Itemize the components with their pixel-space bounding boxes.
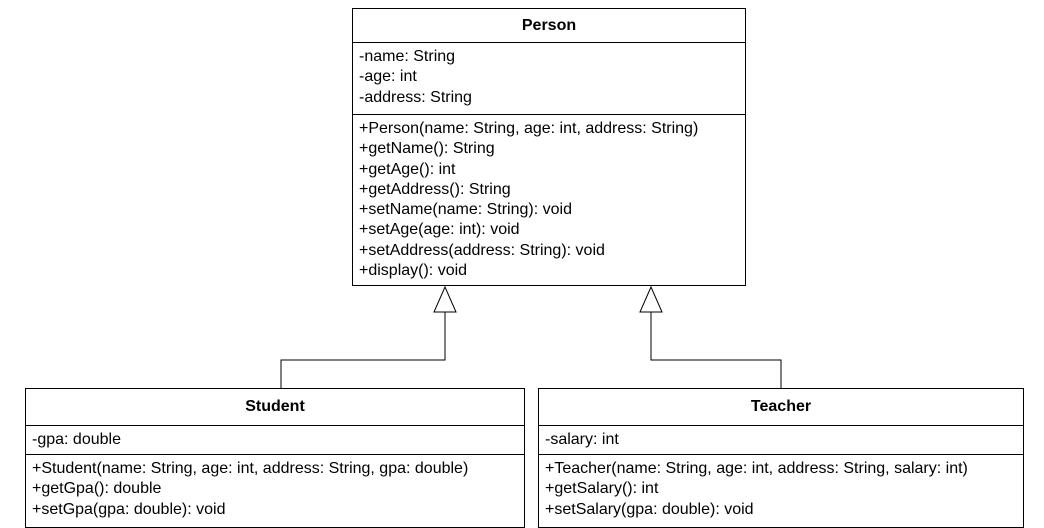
attribute: -name: String (359, 48, 456, 65)
class-teacher-attributes: -salary: int (539, 425, 1023, 454)
class-student-operations: +Student(name: String, age: int, address… (26, 454, 524, 520)
operation: +getSalary(): int (545, 480, 659, 498)
attribute: -salary: int (545, 431, 619, 448)
operation: +setAge(age: int): void (359, 221, 520, 239)
class-person: Person -name: String -age: int -address:… (352, 8, 746, 286)
operation: +display(): void (359, 262, 468, 280)
class-student: Student -gpa: double +Student(name: Stri… (25, 388, 525, 528)
operation: +setGpa(gpa: double): void (32, 500, 226, 518)
class-person-operations: +Person(name: String, age: int, address:… (353, 114, 745, 287)
operation: +Person(name: String, age: int, address:… (359, 120, 699, 137)
attribute: -age: int (359, 68, 417, 86)
student-inheritance-line (280, 312, 446, 388)
operation: +getAddress(): String (359, 180, 511, 198)
class-person-name: Person (521, 17, 577, 34)
operation: +getName(): String (359, 140, 495, 158)
class-student-attributes: -gpa: double (26, 425, 524, 454)
operation: +getAge(): int (359, 160, 456, 178)
teacher-generalization-arrow (639, 285, 663, 313)
attribute: -address: String (359, 88, 472, 106)
operation: +setName(name: String): void (359, 201, 572, 219)
class-person-attributes: -name: String -age: int -address: String (353, 42, 745, 114)
class-student-name: Student (245, 398, 305, 415)
teacher-inheritance-line (650, 312, 782, 388)
class-teacher: Teacher -salary: int +Teacher(name: Stri… (538, 388, 1024, 528)
class-teacher-name: Teacher (750, 398, 812, 415)
class-teacher-operations: +Teacher(name: String, age: int, address… (539, 454, 1023, 520)
student-generalization-arrow (433, 285, 457, 313)
operation: +Student(name: String, age: int, address… (32, 460, 469, 477)
operation: +getGpa(): double (32, 480, 162, 498)
operation: +setSalary(gpa: double): void (545, 500, 754, 518)
attribute: -gpa: double (32, 431, 121, 448)
operation: +setAddress(address: String): void (359, 241, 605, 259)
operation: +Teacher(name: String, age: int, address… (545, 460, 968, 477)
